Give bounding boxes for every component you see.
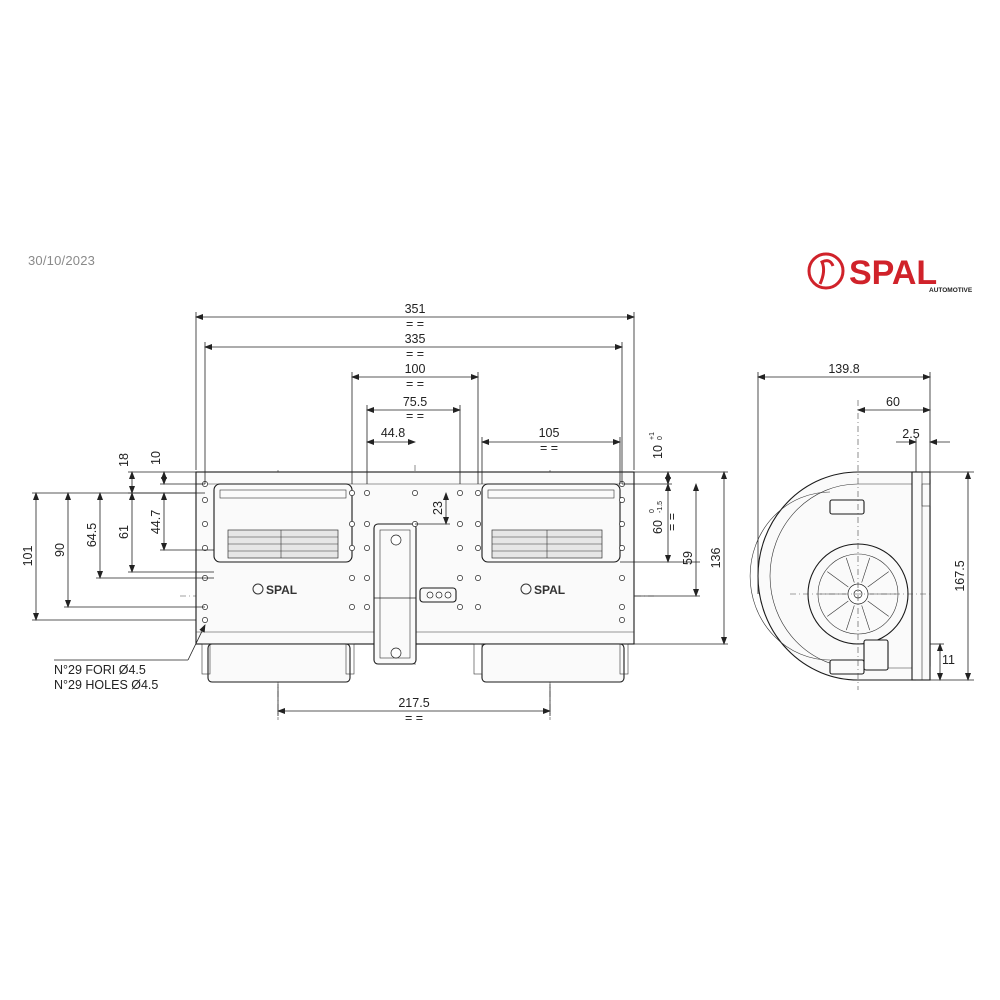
dim-136: 136 [709,548,723,569]
motor-spoke [867,571,889,588]
svg-text:= =: = = [405,711,423,725]
motor-spoke [867,600,889,617]
motor-spoke [861,605,871,631]
dim-351: 351 [405,302,426,316]
left-outlet [213,483,353,563]
dim-11: 11 [942,653,955,667]
dim-10-sup: +1 [649,432,656,440]
dim-101: 101 [21,546,35,567]
dim-59: 59 [681,551,695,565]
date-label: 30/10/2023 [28,253,96,268]
holes-note-en: N°29 HOLES Ø4.5 [54,678,158,692]
right-housing-bottom [481,643,625,683]
mounting-hole [364,490,370,496]
dim-75-5: 75.5 [403,395,427,409]
mounting-hole [457,521,463,527]
mounting-hole [364,545,370,551]
dim-139-8: 139.8 [828,362,859,376]
side-view: 139.8 60 2.5 167.5 11 [749,362,974,690]
mounting-hole [202,521,208,527]
logo-wordmark: SPAL [849,254,937,292]
mounting-hole [457,545,463,551]
motor-spoke [861,557,871,583]
svg-text:= =: = = [406,377,424,391]
mounting-hole [619,545,625,551]
dim-100: 100 [405,362,426,376]
mounting-hole [412,490,418,496]
mounting-hole [475,575,481,581]
mounting-hole [349,604,355,610]
svg-text:= =: = = [406,409,424,423]
mounting-hole [349,490,355,496]
mounting-hole [619,604,625,610]
dim-335: 335 [405,332,426,346]
mounting-hole [349,521,355,527]
mounting-hole [202,545,208,551]
dim-105: 105 [539,426,560,440]
motor-spoke [827,600,849,617]
dim-44-8: 44.8 [381,426,405,440]
mounting-hole [619,617,625,623]
dim-23: 23 [431,501,445,515]
mounting-hole [619,575,625,581]
dim-10-sub: 0 [657,436,664,440]
dim-10-right: 10 [651,445,665,459]
mounting-hole [364,604,370,610]
dim-60-sub: -1.5 [657,501,664,513]
mounting-hole [619,497,625,503]
mounting-holes [202,481,625,623]
mounting-hole [457,575,463,581]
mounting-hole [457,604,463,610]
mounting-hole [202,497,208,503]
dim-61: 61 [117,525,131,539]
dim-64-5: 64.5 [85,523,99,547]
dim-60-sup: 0 [649,509,656,513]
mounting-hole [457,490,463,496]
motor-bracket [373,523,457,665]
mounting-hole [475,604,481,610]
dim-90: 90 [53,543,67,557]
dim-60-side: 60 [886,395,900,409]
motor-spoke [845,605,855,631]
mounting-hole [349,545,355,551]
dim-60-right: 60 [651,520,665,534]
left-housing-bottom [207,643,351,683]
svg-text:= =: = = [665,513,679,531]
logo-subtext: AUTOMOTIVE [929,287,973,294]
dim-18: 18 [117,453,131,467]
mounting-hole [364,575,370,581]
holes-note-it: N°29 FORI Ø4.5 [54,663,146,677]
mounting-hole [349,575,355,581]
front-dimensions: 351 = = 335 = = 100 = = 75.5 = = 44.8 10… [21,302,728,725]
mounting-hole [364,521,370,527]
mounting-hole [475,490,481,496]
front-view: SPAL SPAL [180,465,655,720]
spal-logo: SPAL AUTOMOTIVE [807,252,973,294]
motor-spoke [845,557,855,583]
svg-text:= =: = = [406,317,424,331]
dim-10-left: 10 [149,451,163,465]
dim-167-5: 167.5 [953,560,967,591]
mounting-hole [619,521,625,527]
body-logo-left: SPAL [266,583,297,597]
svg-text:= =: = = [406,347,424,361]
body-logo-right: SPAL [534,583,565,597]
dim-2-5: 2.5 [902,427,919,441]
mounting-hole [202,617,208,623]
dim-217-5: 217.5 [398,696,429,710]
mounting-hole [475,521,481,527]
dim-44-7: 44.7 [149,510,163,534]
svg-text:= =: = = [540,441,558,455]
right-outlet [481,483,621,563]
motor-spoke [827,571,849,588]
mounting-hole [475,545,481,551]
